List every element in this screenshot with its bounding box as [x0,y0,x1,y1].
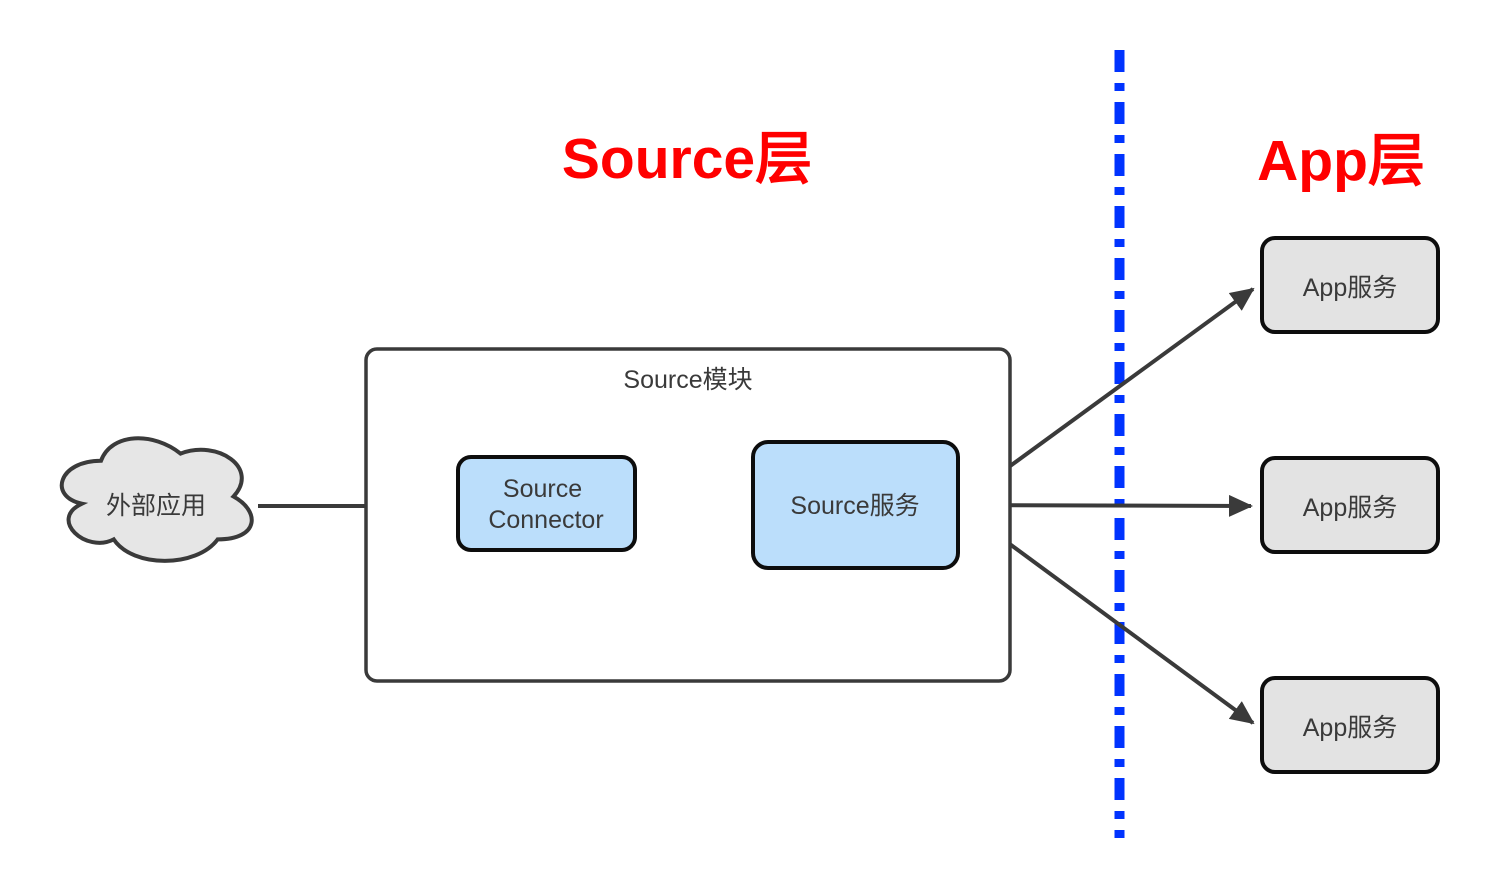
app-service-label: App服务 [1303,274,1397,302]
source-module-label: Source模块 [623,366,752,394]
app-service-label: App服务 [1303,494,1397,522]
app-service-node-bottom: App服务 [1260,676,1440,774]
source-connector-node: Source Connector [456,455,637,552]
app-layer-title: App层 [1257,129,1425,193]
source-module-container: Source模块 [364,347,1012,683]
app-service-label: App服务 [1303,714,1397,742]
source-service-label: Source服务 [790,492,919,520]
source-connector-label: Source Connector [488,475,603,534]
source-service-node: Source服务 [751,440,960,570]
cloud-shape [59,436,254,563]
app-service-node-top: App服务 [1260,236,1440,334]
external-app-cloud: 外部应用 [59,436,254,563]
app-service-node-middle: App服务 [1260,456,1440,554]
cloud-label: 外部应用 [106,492,206,520]
source-layer-title: Source层 [562,127,812,191]
